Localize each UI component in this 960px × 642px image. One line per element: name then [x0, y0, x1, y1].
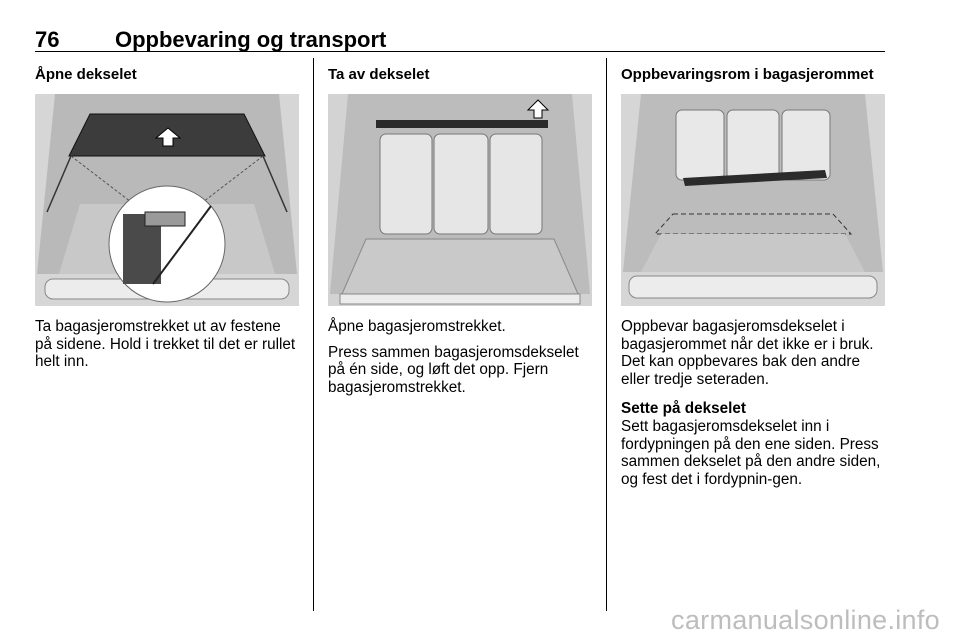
subsection-heading: Sette på dekselet: [621, 400, 746, 418]
column-storage: Oppbevaringsrom i bagasjerommet: [621, 66, 891, 84]
watermark: carmanualsonline.info: [671, 605, 940, 635]
body-paragraph: Åpne bagasjeromstrekket.: [328, 318, 506, 335]
body-paragraph: Press sammen bagasjeromsdekselet på én s…: [328, 343, 579, 396]
column-body: Åpne bagasjeromstrekket. Press sammen ba…: [328, 318, 598, 404]
cargo-cover-storage-illustration: [621, 94, 885, 306]
page-header: 76 Oppbevaring og transport: [35, 27, 885, 52]
section-heading: Ta av dekselet: [328, 66, 430, 83]
column-open-cover: Åpne dekselet: [35, 66, 305, 84]
column-divider: [313, 58, 314, 611]
section-heading: Åpne dekselet: [35, 66, 137, 83]
column-body: Ta bagasjeromstrekket ut av festene på s…: [35, 318, 301, 379]
cargo-cover-remove-illustration: [328, 94, 592, 306]
column-divider: [606, 58, 607, 611]
cargo-cover-open-illustration: [35, 94, 299, 306]
body-paragraph: Sett bagasjeromsdekselet inn i fordypnin…: [621, 417, 881, 488]
body-paragraph: Ta bagasjeromstrekket ut av festene på s…: [35, 318, 296, 371]
chapter-title: Oppbevaring og transport: [115, 27, 387, 52]
column-remove-cover: Ta av dekselet: [328, 66, 598, 84]
section-heading: Oppbevaringsrom i bagasjerommet: [621, 66, 874, 83]
column-body: Oppbevar bagasjeromsdekselet i bagasjero…: [621, 318, 891, 496]
page-number: 76: [35, 27, 60, 52]
body-paragraph: Oppbevar bagasjeromsdekselet i bagasjero…: [621, 318, 874, 388]
